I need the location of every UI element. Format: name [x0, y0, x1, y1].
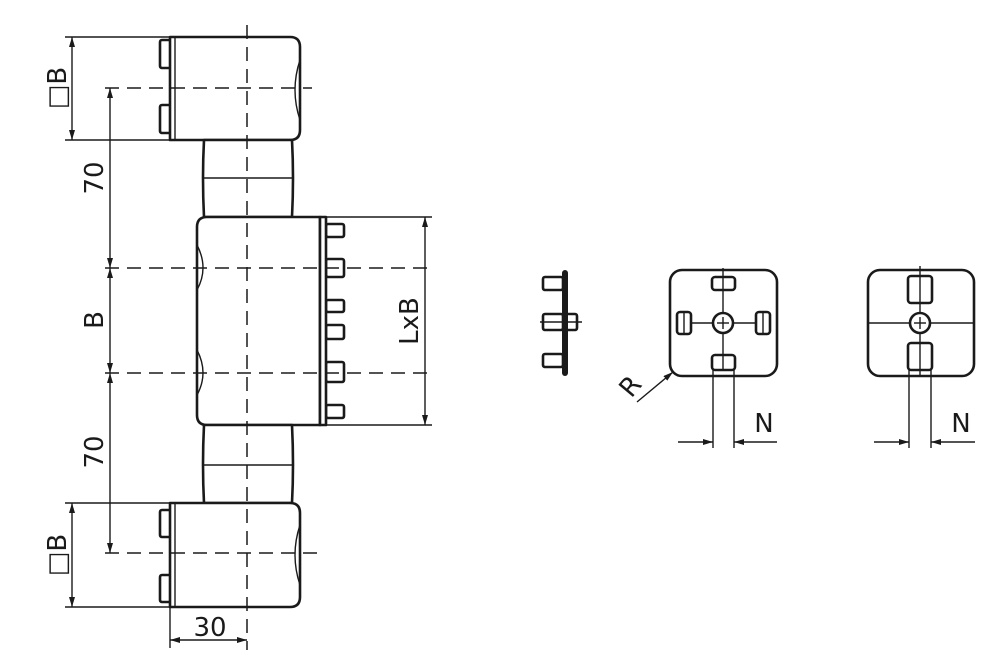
central-block — [195, 215, 346, 427]
label-n-left: N — [754, 409, 773, 439]
label-70-top: 70 — [80, 161, 110, 194]
bottom-block — [158, 501, 302, 609]
dimension-lxb: LxB — [326, 216, 432, 426]
label-70-bottom: 70 — [80, 435, 110, 468]
dimension-n-left: N — [678, 370, 777, 448]
dimension-30: 30 — [169, 607, 247, 648]
dimension-radius: R — [614, 370, 674, 403]
dimension-70-top: 70 — [80, 88, 113, 268]
dimension-square-b-bottom: □B — [43, 502, 170, 608]
label-lxb: LxB — [395, 297, 425, 345]
label-n-right: N — [951, 409, 970, 439]
dimension-n-right: N — [874, 370, 975, 448]
connector-front-view-4-pin: R N — [614, 268, 779, 448]
dimension-b: B — [80, 268, 113, 373]
side-view-assembly: □B 70 B 70 □B LxB 30 — [43, 25, 432, 650]
dimension-square-b-top: □B — [43, 36, 170, 141]
connector-side-view — [540, 270, 582, 376]
label-30: 30 — [193, 613, 226, 643]
label-r: R — [614, 370, 649, 403]
upper-neck — [201, 138, 295, 219]
label-square-b-top: □B — [43, 67, 73, 109]
lower-neck — [201, 423, 295, 505]
dimension-70-bottom: 70 — [80, 373, 113, 553]
label-square-b-bottom: □B — [43, 534, 73, 576]
label-b: B — [80, 311, 110, 329]
connector-front-view-2-pin: N — [866, 266, 976, 448]
